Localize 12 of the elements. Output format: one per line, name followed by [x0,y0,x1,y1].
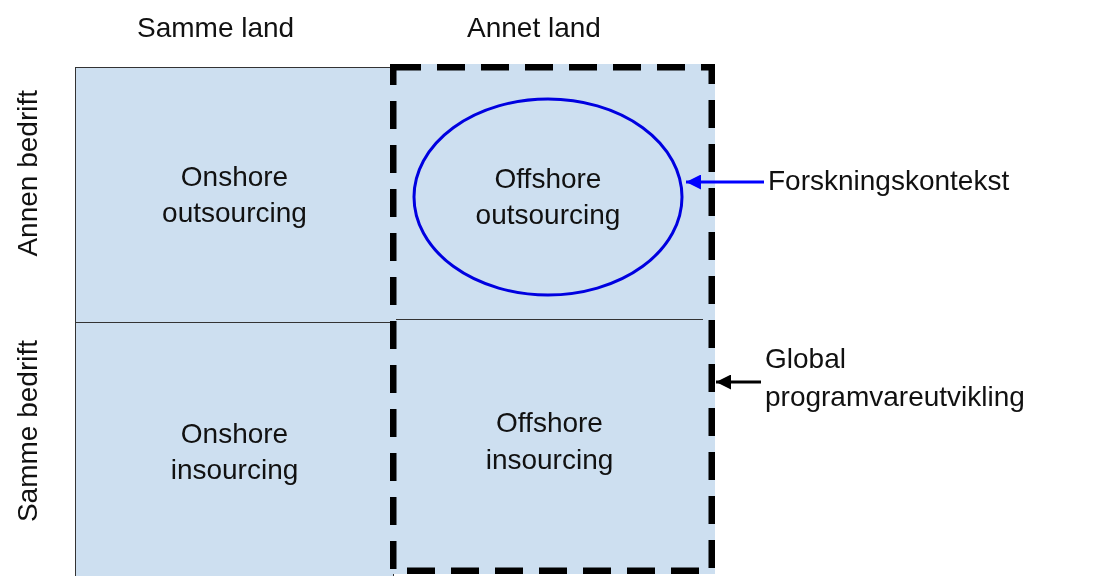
matrix-cell: Onshore insourcing [75,322,394,576]
ellipse-label: Offshore outsourcing [474,161,622,232]
column-header: Annet land [467,12,601,44]
matrix-cell: Offshore insourcing [396,319,703,563]
arrow [686,174,764,190]
annotation-text: Global programvareutvikling [765,342,1026,414]
arrow [716,374,761,390]
column-header: Samme land [137,12,295,44]
annotation-text: Forskningskontekst [768,164,1011,198]
dashed-frame [390,64,715,574]
row-header: Samme bedrift [12,340,44,523]
row-header: Annen bedrift [12,90,44,257]
